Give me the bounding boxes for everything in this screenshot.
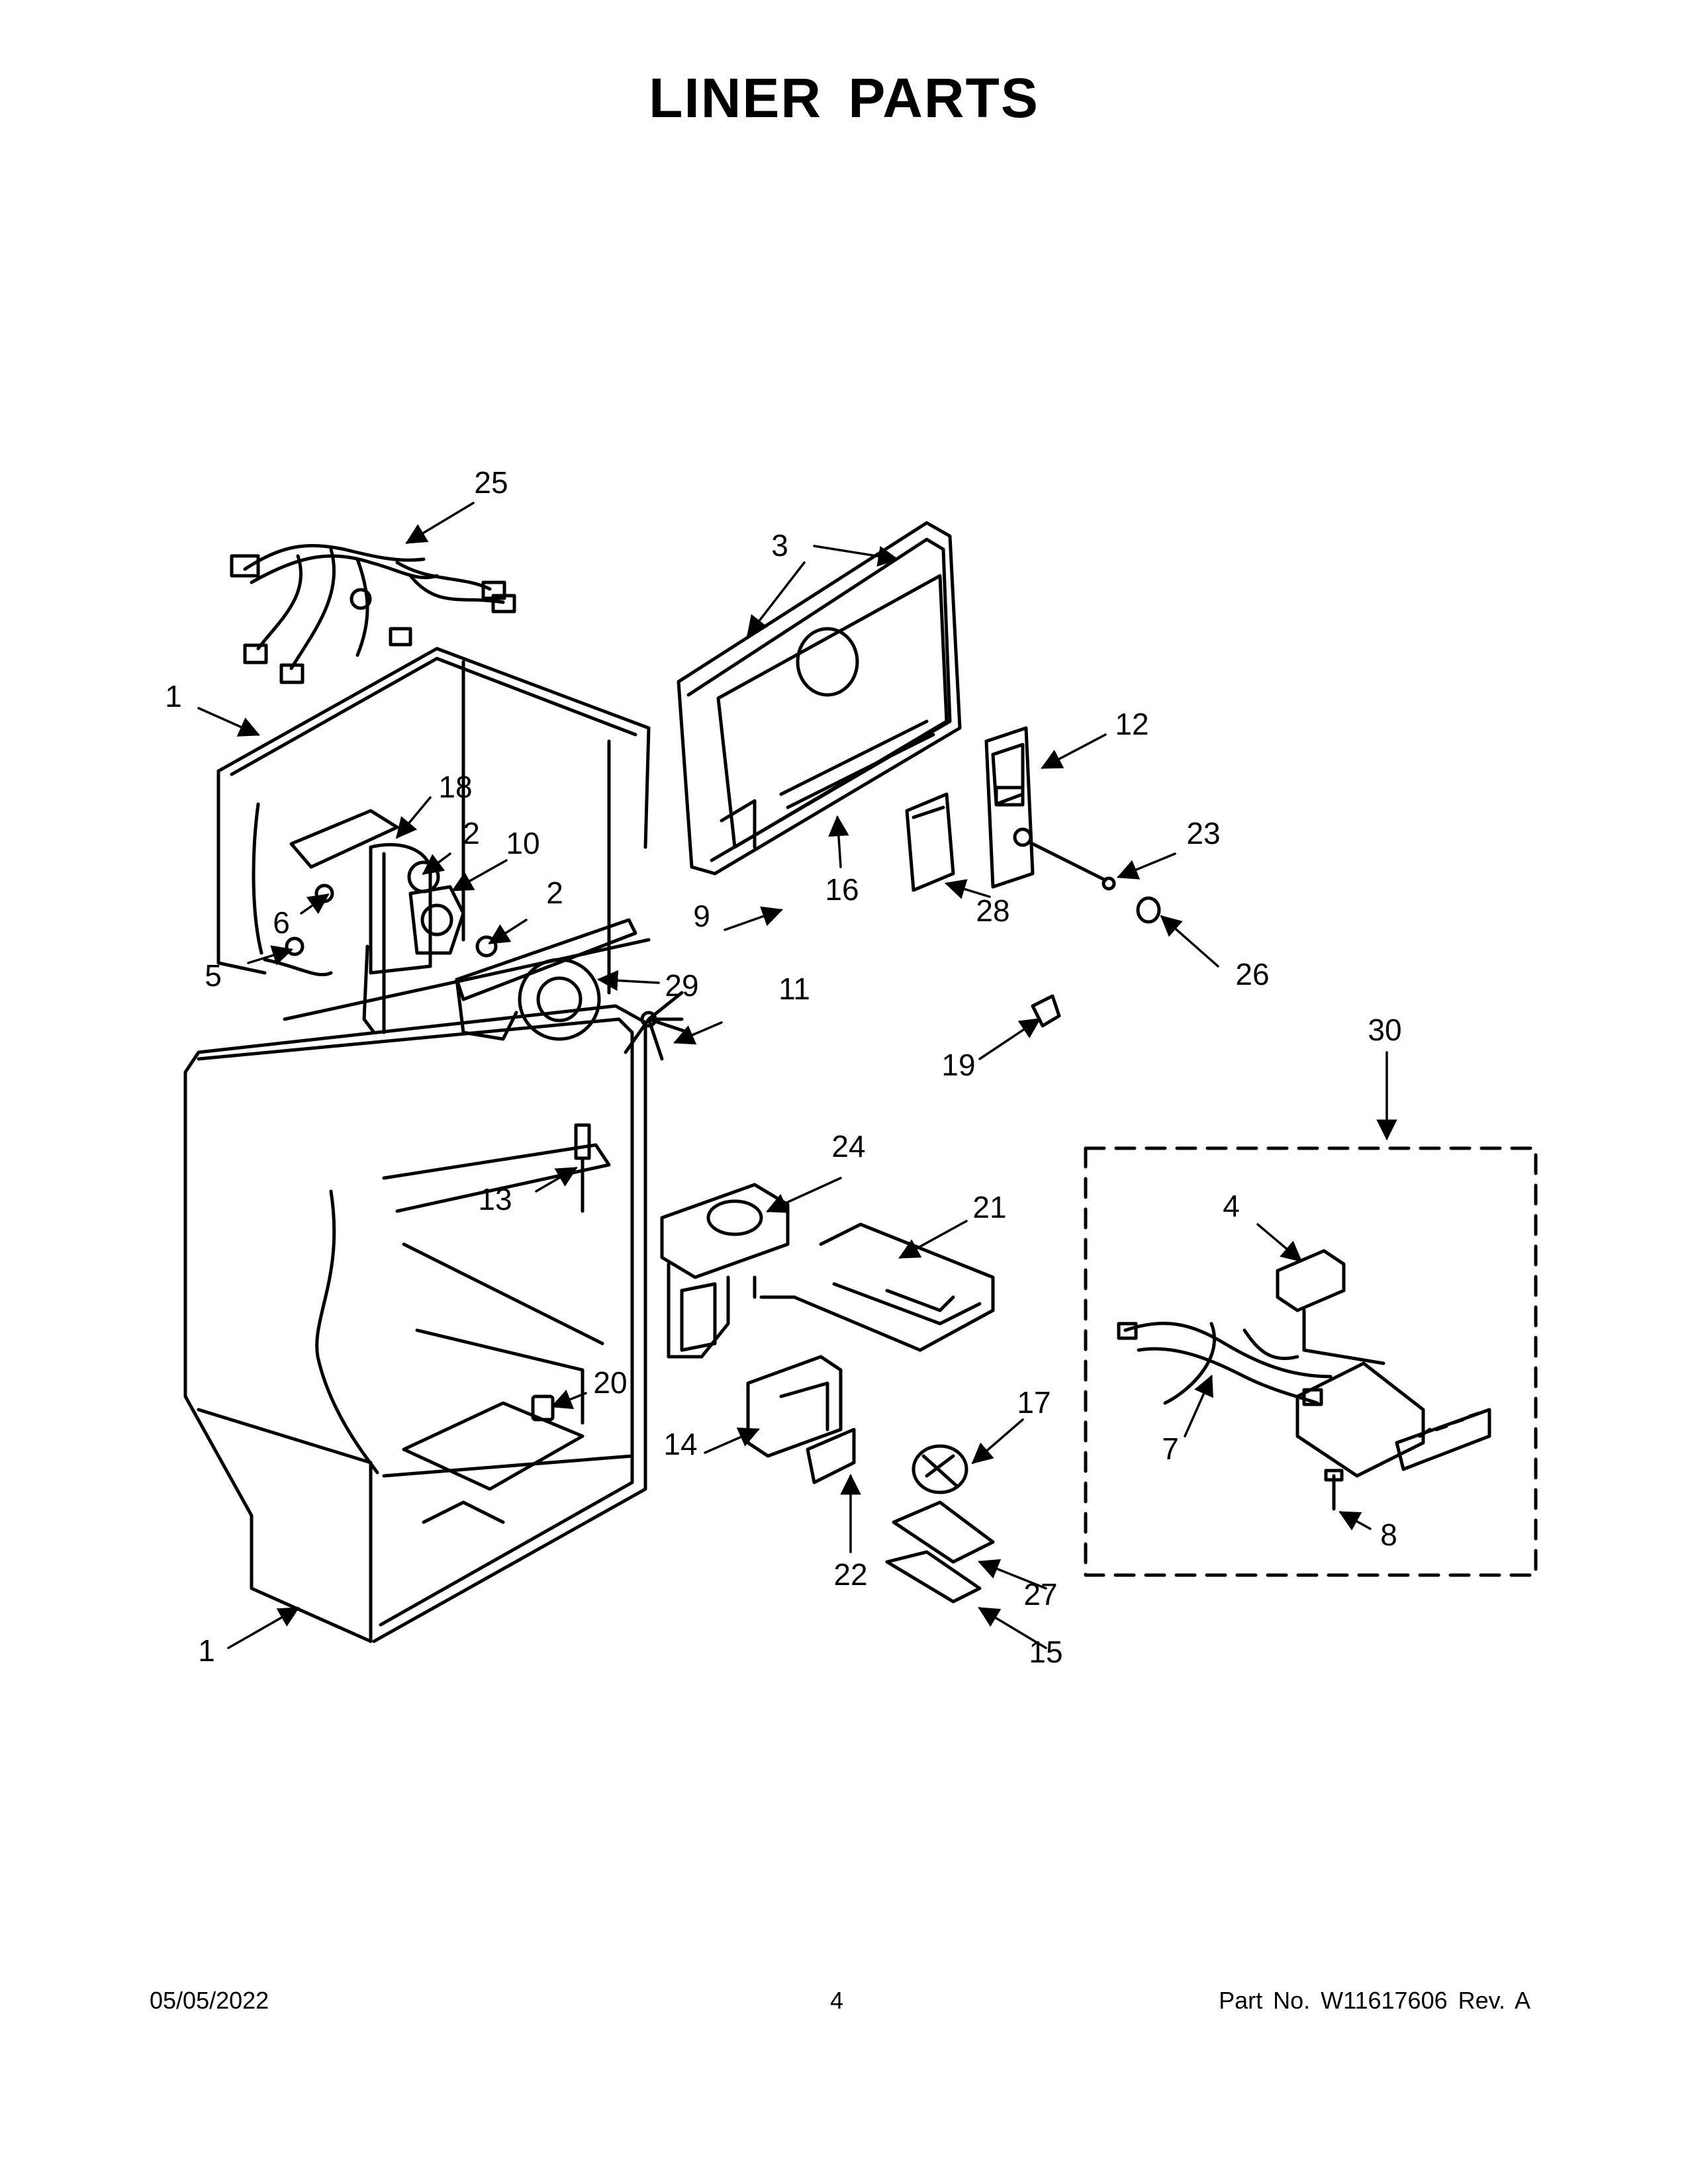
callout-17: 17 [1017, 1385, 1051, 1420]
callout-1-upper: 1 [165, 679, 182, 713]
footer-part-number: Part No. W11617606 Rev. A [1219, 1987, 1530, 2014]
callout-19: 19 [941, 1048, 975, 1082]
evaporator-cover-part-16 [677, 521, 962, 876]
air-duct-assembly [660, 1183, 995, 1484]
leader-lines [197, 502, 1397, 1649]
callout-8: 8 [1380, 1518, 1397, 1552]
callout-13: 13 [478, 1182, 512, 1216]
callout-29: 29 [665, 968, 698, 1003]
callout-26: 26 [1235, 957, 1269, 991]
evaporator-fan-assembly [285, 809, 690, 1061]
kit-30-boundary [1084, 1146, 1538, 1577]
callout-21: 21 [972, 1190, 1006, 1224]
callout-20: 20 [593, 1365, 627, 1400]
callout-14: 14 [663, 1427, 697, 1461]
callout-7: 7 [1162, 1432, 1179, 1466]
callout-9: 9 [693, 899, 710, 933]
callout-16: 16 [825, 872, 859, 907]
callout-2-lower: 2 [546, 876, 563, 910]
callout-28: 28 [976, 893, 1009, 928]
callout-3: 3 [771, 528, 788, 563]
footer-page-number: 4 [830, 1987, 844, 2014]
callout-22: 22 [833, 1557, 867, 1592]
callout-12: 12 [1115, 707, 1149, 741]
callout-11: 11 [778, 972, 810, 1006]
callout-18: 18 [438, 770, 472, 804]
sensor-part-13 [574, 1123, 591, 1213]
page-title: LINER PARTS [649, 67, 1039, 129]
callout-25: 25 [474, 465, 508, 500]
lower-components [885, 1444, 995, 1604]
callout-15: 15 [1029, 1635, 1062, 1669]
upper-liner-part-1 [216, 647, 651, 1034]
kit-30-components [1117, 1249, 1491, 1511]
callout-5: 5 [205, 958, 222, 993]
callout-23: 23 [1186, 816, 1220, 850]
callout-2-upper: 2 [463, 816, 480, 850]
callout-6: 6 [273, 905, 290, 940]
callout-30: 30 [1368, 1013, 1401, 1047]
callout-24: 24 [831, 1129, 865, 1163]
callout-10: 10 [506, 826, 539, 860]
lower-liner-part-1 [183, 1004, 647, 1643]
callout-4: 4 [1223, 1189, 1240, 1223]
footer-date: 05/05/2022 [150, 1987, 269, 2014]
wire-harness-part-25 [230, 543, 516, 684]
callout-27: 27 [1023, 1577, 1057, 1612]
control-housing-part-12 [905, 726, 1161, 924]
callout-1-lower: 1 [198, 1633, 215, 1668]
